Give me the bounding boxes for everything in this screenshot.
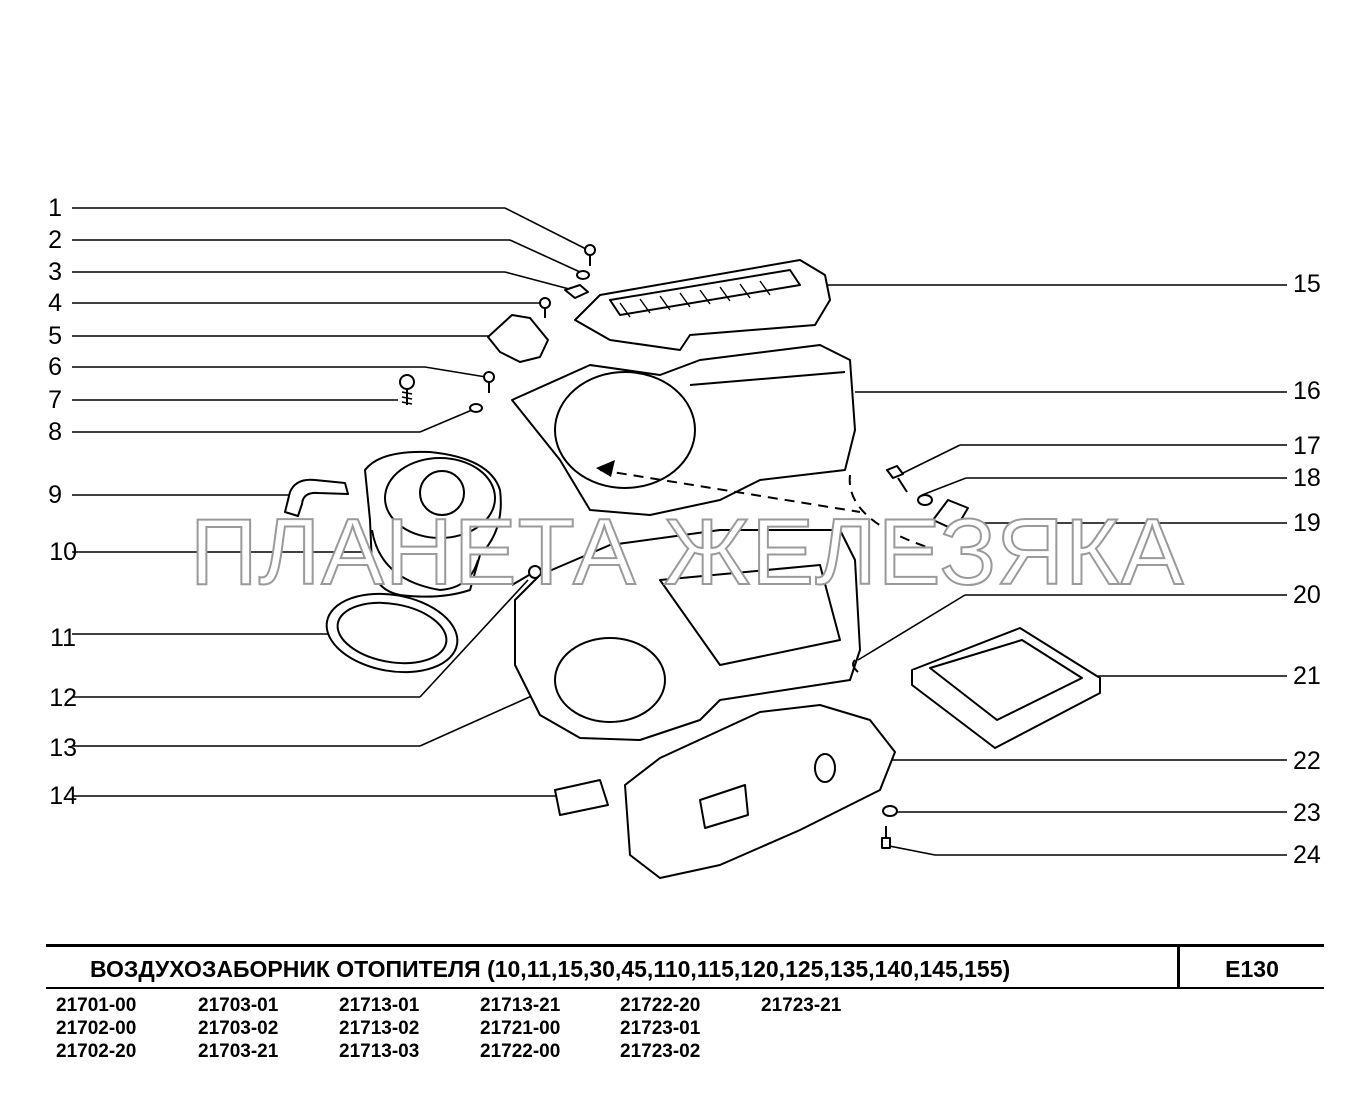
callout-6: 6	[48, 353, 62, 381]
model-code: 21722-20	[620, 995, 701, 1016]
model-code: 21703-21	[198, 1041, 279, 1062]
callout-1: 1	[48, 194, 62, 222]
part-15-grille-cover	[574, 259, 831, 351]
model-code: 21713-21	[480, 995, 561, 1016]
callout-17: 17	[1293, 432, 1321, 460]
callout-24: 24	[1293, 841, 1321, 869]
title-separator	[1177, 946, 1180, 988]
leader-2b	[509, 239, 581, 273]
watermark: ПЛАНЕТА ЖЕЛЕЗЯКА	[189, 499, 1185, 604]
leader-3b	[504, 271, 574, 291]
part-3-clip	[564, 284, 589, 299]
callout-21: 21	[1293, 662, 1321, 690]
callout-23: 23	[1293, 799, 1321, 827]
callout-13: 13	[49, 734, 77, 762]
leader-8b	[419, 409, 473, 433]
leader-17	[896, 444, 961, 477]
part-11-gasket	[325, 592, 459, 674]
part-5-actuator	[487, 314, 549, 363]
model-code: 21723-21	[761, 995, 842, 1016]
model-code: 21723-02	[620, 1041, 701, 1062]
callout-15: 15	[1293, 270, 1321, 298]
part-13-lower-housing	[514, 529, 861, 741]
part-21-cabin-filter	[911, 627, 1101, 749]
leader-20	[857, 594, 966, 661]
callout-11: 11	[50, 624, 76, 652]
callout-14: 14	[49, 782, 77, 810]
part-6-screw	[483, 371, 495, 393]
model-code: 21713-02	[339, 1018, 420, 1039]
leader-1b	[504, 207, 589, 251]
callout-8: 8	[48, 418, 62, 446]
callout-19: 19	[1293, 509, 1321, 537]
part-4-screw	[539, 297, 551, 318]
model-code: 21702-00	[56, 1018, 137, 1039]
title-rule-bottom	[46, 987, 1324, 989]
model-code: 21721-00	[480, 1018, 561, 1039]
model-code: 21702-20	[56, 1041, 137, 1062]
part-16-upper-housing	[511, 344, 856, 516]
model-code: 21723-01	[620, 1018, 701, 1039]
callout-5: 5	[48, 322, 62, 350]
callout-18: 18	[1293, 464, 1321, 492]
leader-13b	[419, 689, 546, 747]
callout-9: 9	[48, 481, 62, 509]
callout-3: 3	[48, 258, 62, 286]
part-24-screw	[881, 826, 891, 849]
part-19-clip	[932, 499, 969, 531]
part-12-screw	[511, 565, 542, 586]
assembly-code: E130	[1225, 956, 1279, 982]
callout-10: 10	[49, 538, 77, 566]
part-23-washer	[882, 805, 898, 817]
part-14-clip	[554, 779, 609, 816]
model-code: 21701-00	[56, 995, 137, 1016]
part-2-washer	[576, 270, 590, 280]
part-17-bolt	[886, 465, 908, 493]
model-code: 21703-01	[198, 995, 279, 1016]
model-code: 21713-01	[339, 995, 420, 1016]
leader-18	[921, 477, 967, 496]
leader-12b	[419, 579, 529, 698]
model-code: 21713-03	[339, 1041, 420, 1062]
part-20-clip	[852, 659, 859, 673]
assembly-title: ВОЗДУХОЗАБОРНИК ОТОПИТЕЛЯ (10,11,15,30,4…	[90, 956, 1011, 982]
part-1-screw	[584, 244, 596, 266]
part-22-cover	[624, 704, 896, 879]
part-8-washer	[469, 403, 483, 413]
part-9-hose	[284, 478, 349, 517]
callout-2: 2	[48, 226, 62, 254]
leader-24	[883, 844, 936, 856]
callout-16: 16	[1293, 377, 1321, 405]
part-18-washer	[917, 494, 933, 506]
callout-7: 7	[48, 386, 62, 414]
title-rule-top	[46, 944, 1324, 947]
model-code: 21722-00	[480, 1041, 561, 1062]
callout-22: 22	[1293, 747, 1321, 775]
arrow-head	[596, 460, 615, 477]
part-10-blower-motor	[364, 450, 502, 598]
callout-12: 12	[49, 684, 77, 712]
leader-6b	[424, 366, 487, 378]
callout-20: 20	[1293, 581, 1321, 609]
part-7-screw	[399, 374, 415, 405]
callout-4: 4	[48, 289, 62, 317]
assembly-arrow	[599, 469, 931, 549]
model-code: 21703-02	[198, 1018, 279, 1039]
